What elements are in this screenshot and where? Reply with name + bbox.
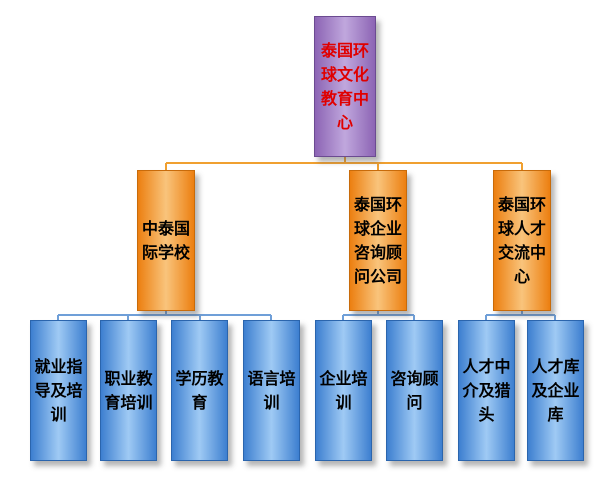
branch-node-label: 泰国环 球人才 交流中 心 bbox=[497, 194, 546, 286]
root-connectors bbox=[165, 157, 523, 170]
leaf-node-academic-education[interactable]: 学历教 育 bbox=[171, 320, 228, 461]
root-node-label: 泰国环 球文化 教育中 心 bbox=[320, 40, 369, 132]
leaf-node-vocational-training[interactable]: 职业教 育培训 bbox=[100, 320, 157, 461]
branch-connectors bbox=[57, 311, 556, 320]
leaf-node-corporate-training[interactable]: 企业培 训 bbox=[315, 320, 372, 461]
leaf-node-label: 人才中 介及猎 头 bbox=[462, 356, 511, 424]
leaf-node-label: 语言培 训 bbox=[247, 368, 296, 412]
leaf-node-employment-guidance[interactable]: 就业指 导及培 训 bbox=[30, 320, 87, 461]
leaf-node-label: 就业指 导及培 训 bbox=[34, 356, 83, 424]
branch-node-talent-exchange[interactable]: 泰国环 球人才 交流中 心 bbox=[493, 170, 551, 311]
root-node[interactable]: 泰国环 球文化 教育中 心 bbox=[314, 16, 376, 157]
leaf-node-label: 人才库 及企业 库 bbox=[531, 356, 580, 424]
leaf-node-language-training[interactable]: 语言培 训 bbox=[243, 320, 300, 461]
leaf-node-talent-agency[interactable]: 人才中 介及猎 头 bbox=[458, 320, 515, 461]
leaf-node-label: 咨询顾 问 bbox=[390, 368, 439, 412]
branch-node-label: 中泰国 际学校 bbox=[141, 218, 190, 262]
branch-node-label: 泰国环 球企业 咨询顾 问公司 bbox=[353, 194, 402, 286]
leaf-node-label: 学历教 育 bbox=[175, 368, 224, 412]
leaf-node-label: 企业培 训 bbox=[319, 368, 368, 412]
branch-node-international-school[interactable]: 中泰国 际学校 bbox=[137, 170, 195, 311]
leaf-node-talent-database[interactable]: 人才库 及企业 库 bbox=[527, 320, 584, 461]
leaf-node-consulting[interactable]: 咨询顾 问 bbox=[386, 320, 443, 461]
leaf-node-label: 职业教 育培训 bbox=[104, 368, 153, 412]
branch-node-consulting-company[interactable]: 泰国环 球企业 咨询顾 问公司 bbox=[349, 170, 407, 311]
